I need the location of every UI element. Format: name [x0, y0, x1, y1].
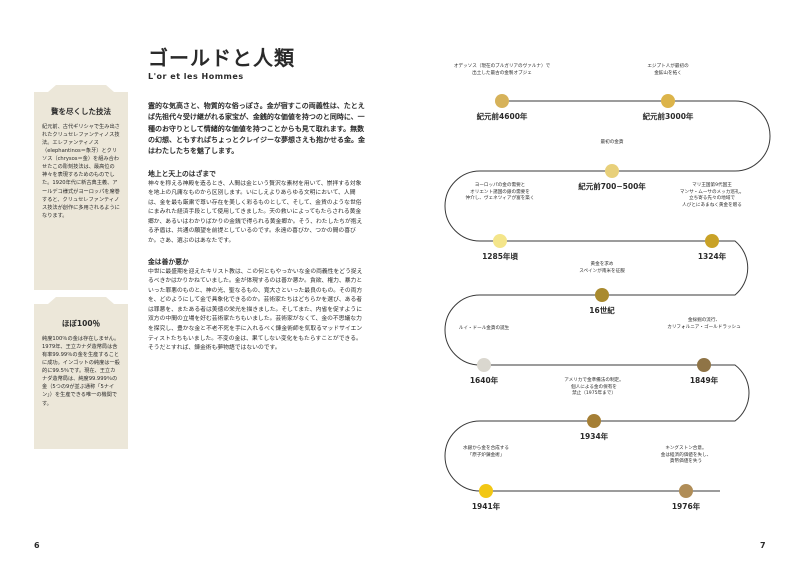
- sidebar-box-technique: 贅を尽くした技法 紀元前、古代ギリシャで生み出されたクリュセレファンティノス技法…: [34, 85, 128, 290]
- timeline-dot: [587, 414, 601, 428]
- box-tab-decoration: [34, 297, 128, 311]
- page-title: ゴールドと人類: [148, 46, 295, 70]
- page-number-right: 7: [760, 541, 766, 550]
- intro-paragraph: 霊的な気高さと、物質的な俗っぽさ。金が宿すこの両義性は、たとえば先祖代々受け継が…: [148, 102, 365, 156]
- timeline-dot: [697, 358, 711, 372]
- timeline-year: 1941年: [471, 502, 501, 511]
- box-heading: ほぼ100％: [61, 319, 101, 328]
- timeline-event-label: エジプト人が最初の金鉱山を拓く: [647, 64, 689, 76]
- main-article: 霊的な気高さと、物質的な俗っぽさ。金が宿すこの両義性は、たとえば先祖代々受け継が…: [148, 101, 366, 363]
- timeline-dot: [493, 234, 507, 248]
- box-heading: 贅を尽くした技法: [51, 107, 111, 116]
- timeline-event-label: キングストン合意。金は経済的価値を失し、貨幣価値を失う: [660, 446, 712, 465]
- timeline-year: 16世紀: [589, 306, 615, 315]
- timeline-event-label: ルイ・ドール金貨の誕生: [458, 326, 510, 331]
- section-paragraph: 中世に最盛期を迎えたキリスト教は、この何ともやっかいな金の両義性をどう捉えるべき…: [148, 268, 363, 352]
- timeline-year: 1285年頃: [482, 252, 518, 261]
- timeline-year: 1640年: [469, 376, 499, 385]
- section-heading: 金は善か悪か: [148, 257, 189, 266]
- box-tab-decoration: [34, 85, 128, 99]
- timeline-year: 紀元前3000年: [642, 112, 694, 121]
- box-text: 純度100％の金は存在しません。1979年、王立カナダ造幣局は含有率99.99％…: [42, 336, 120, 407]
- timeline-event-label: マリ王国第9代国王マンサ・ムーサのメッカ巡礼。立ち寄る先々の地域で人びとにあまね…: [679, 183, 745, 208]
- section-heading: 地上と天上のはざまで: [148, 169, 216, 178]
- sidebar-box-purity: ほぼ100％ 純度100％の金は存在しません。1979年、王立カナダ造幣局は含有…: [34, 297, 128, 449]
- timeline-event-label: 最初の金貨: [600, 140, 624, 145]
- timeline-dot: [605, 164, 619, 178]
- timeline: オデッソス（現在のブルガリアのヴァルナ）で出土した最古の金製オブジェ紀元前460…: [400, 0, 800, 568]
- timeline-dot: [679, 484, 693, 498]
- timeline-dot: [705, 234, 719, 248]
- timeline-path: [444, 94, 771, 498]
- timeline-dot: [595, 288, 609, 302]
- timeline-year: 1976年: [671, 502, 701, 511]
- page-subtitle: L'or et les Hommes: [148, 72, 244, 81]
- timeline-dot: [661, 94, 675, 108]
- timeline-event-label: 水銀から金を合成する「原子炉錬金術」: [463, 446, 509, 458]
- timeline-year: 紀元前700−500年: [578, 182, 646, 191]
- timeline-event-label: ヨーロッパの金の需要とオリエント諸国の銀の需要を仲介し、ヴェネツィアが富を築く: [465, 183, 535, 202]
- page-number-left: 6: [34, 541, 40, 550]
- timeline-dot: [479, 484, 493, 498]
- timeline-event-label: アメリカで金準備法の制定。個人による金の保有を禁止（1975年まで）: [564, 378, 624, 397]
- box-text: 紀元前、古代ギリシャで生み出されたクリュセレファンティノス技法。エレファンティノ…: [42, 124, 120, 219]
- timeline-event-label: 金採掘の流行、カリフォルニア・ゴールドラッシュ: [667, 318, 741, 330]
- timeline-year: 1324年: [697, 252, 727, 261]
- timeline-year: 1849年: [689, 376, 719, 385]
- section-paragraph: 神々を称える神殿を造るとき、人間は金という贅沢な素材を用いて、崇拝する対象を地上…: [148, 180, 363, 245]
- timeline-event-label: オデッソス（現在のブルガリアのヴァルナ）で出土した最古の金製オブジェ: [453, 64, 551, 76]
- timeline-dot: [477, 358, 491, 372]
- timeline-year: 1934年: [579, 432, 609, 441]
- timeline-event-label: 黄金を求めスペインが南米を征服: [579, 262, 625, 274]
- timeline-dot: [495, 94, 509, 108]
- timeline-year: 紀元前4600年: [476, 112, 528, 121]
